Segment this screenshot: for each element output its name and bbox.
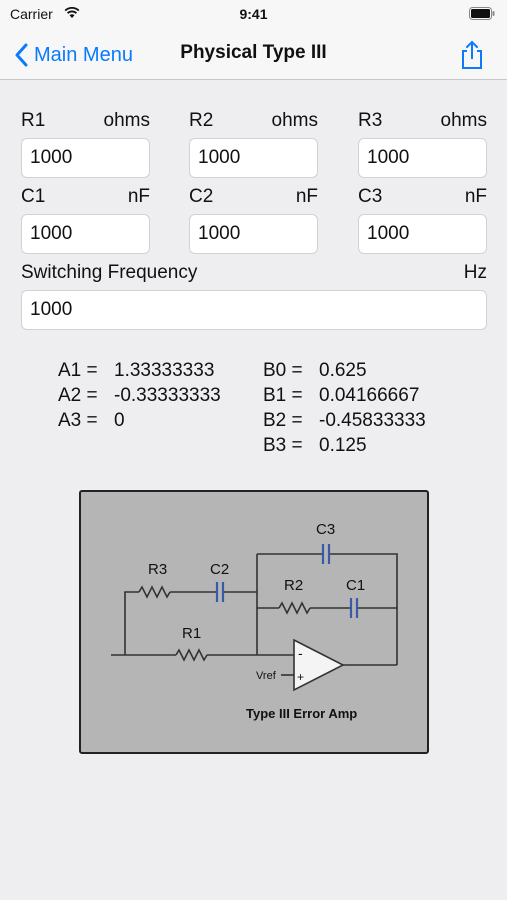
circuit-diagram: R3 C2 C3 R2 C1 R1 Vref - + Type III Erro… (79, 490, 429, 754)
b3-label: B3 = (263, 435, 303, 456)
c2-input[interactable]: 1000 (189, 214, 318, 254)
chevron-left-icon (15, 43, 28, 67)
a2-value: -0.33333333 (114, 385, 221, 406)
frequency-label: Switching Frequency (21, 262, 198, 283)
battery-icon (469, 7, 495, 20)
result-row-b0: B0 = 0.625 (263, 358, 426, 383)
result-row-b2: B2 = -0.45833333 (263, 408, 426, 433)
r3-field-group: R3 ohms 1000 (358, 110, 487, 178)
r3-input[interactable]: 1000 (358, 138, 487, 178)
a1-label: A1 = (58, 360, 98, 381)
page-title: Physical Type III (180, 42, 327, 63)
c2-unit: nF (295, 186, 318, 207)
result-row-a1: A1 = 1.33333333 (58, 358, 221, 383)
op-amp-symbol (293, 638, 345, 692)
r1-field-group: R1 ohms 1000 (21, 110, 150, 178)
c1-label-diagram: C1 (346, 577, 365, 594)
b1-label: B1 = (263, 385, 303, 406)
r1-input[interactable]: 1000 (21, 138, 150, 178)
r2-input[interactable]: 1000 (189, 138, 318, 178)
a3-label: A3 = (58, 410, 98, 431)
c1-field-group: C1 nF 1000 (21, 186, 150, 254)
r3-resistor (138, 585, 171, 599)
result-row-a2: A2 = -0.33333333 (58, 383, 221, 408)
carrier-label: Carrier (10, 6, 53, 22)
c3-unit: nF (464, 186, 487, 207)
frequency-unit: Hz (463, 262, 487, 283)
diagram-caption: Type III Error Amp (246, 706, 357, 721)
result-row-a3: A3 = 0 (58, 408, 221, 433)
a1-value: 1.33333333 (114, 360, 215, 381)
b0-label: B0 = (263, 360, 303, 381)
a3-value: 0 (114, 410, 125, 431)
c1-unit: nF (127, 186, 150, 207)
c1-capacitor (349, 598, 359, 618)
circuit-diagram-svg: R3 C2 C3 R2 C1 R1 Vref - + Type III Erro… (111, 521, 398, 721)
b-coefficients: B0 = 0.625 B1 = 0.04166667 B2 = -0.45833… (263, 358, 426, 458)
navigation-bar: Main Menu Physical Type III (0, 30, 507, 80)
c2-capacitor (215, 582, 225, 602)
a2-label: A2 = (58, 385, 98, 406)
b2-value: -0.45833333 (319, 410, 426, 431)
opamp-minus-label: - (298, 645, 303, 661)
c2-label-diagram: C2 (210, 561, 229, 578)
c3-field-group: C3 nF 1000 (358, 186, 487, 254)
b0-value: 0.625 (319, 360, 367, 381)
c3-capacitor (321, 544, 331, 564)
wifi-icon (64, 6, 80, 18)
r1-label: R1 (21, 110, 46, 131)
c1-label: C1 (21, 186, 46, 207)
r2-label: R2 (189, 110, 214, 131)
r2-field-group: R2 ohms 1000 (189, 110, 318, 178)
c3-label-diagram: C3 (316, 521, 335, 538)
status-time: 9:41 (239, 6, 268, 22)
r1-resistor (175, 648, 208, 662)
vref-label: Vref (256, 670, 277, 682)
r2-resistor (278, 601, 311, 615)
c3-label: C3 (358, 186, 383, 207)
result-row-b3: B3 = 0.125 (263, 433, 426, 458)
c2-label: C2 (189, 186, 214, 207)
frequency-field-group: Switching Frequency Hz 1000 (21, 262, 487, 330)
share-icon[interactable] (459, 40, 485, 70)
c1-input[interactable]: 1000 (21, 214, 150, 254)
opamp-plus-label: + (297, 670, 304, 684)
a-coefficients: A1 = 1.33333333 A2 = -0.33333333 A3 = 0 (58, 358, 221, 433)
r3-unit: ohms (440, 110, 487, 131)
r1-label-diagram: R1 (182, 625, 201, 642)
frequency-input[interactable]: 1000 (21, 290, 487, 330)
result-row-b1: B1 = 0.04166667 (263, 383, 426, 408)
c3-input[interactable]: 1000 (358, 214, 487, 254)
c2-field-group: C2 nF 1000 (189, 186, 318, 254)
b3-value: 0.125 (319, 435, 367, 456)
status-bar: Carrier 9:41 (0, 0, 507, 30)
b2-label: B2 = (263, 410, 303, 431)
r1-unit: ohms (103, 110, 150, 131)
r3-label: R3 (358, 110, 383, 131)
r2-unit: ohms (271, 110, 318, 131)
r2-label-diagram: R2 (284, 577, 303, 594)
back-button-label: Main Menu (34, 43, 133, 66)
b1-value: 0.04166667 (319, 385, 420, 406)
r3-label-diagram: R3 (148, 561, 167, 578)
back-button[interactable]: Main Menu (14, 40, 133, 70)
